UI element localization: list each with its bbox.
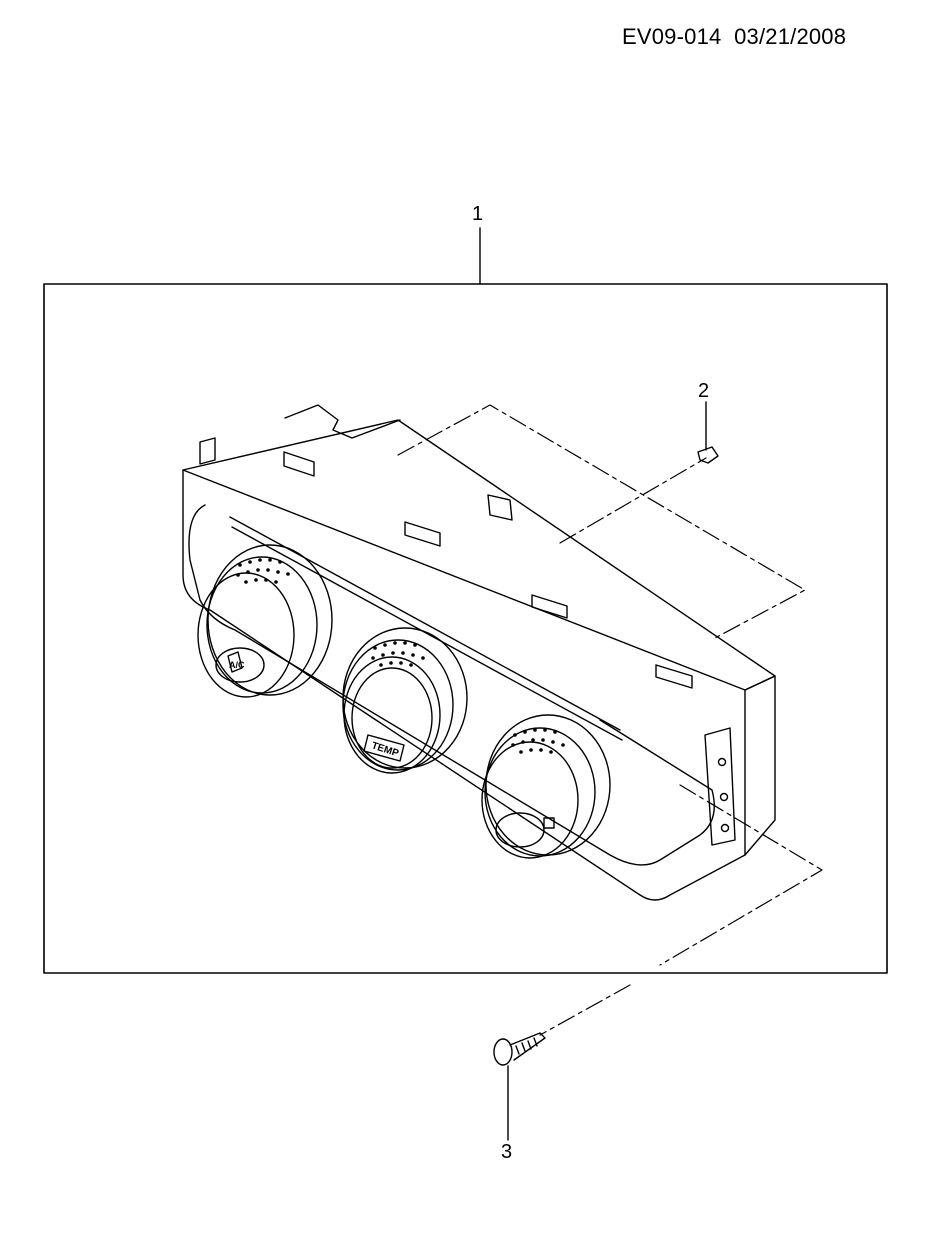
callout-1-assembly: 1 <box>472 203 484 225</box>
knob-right-fan <box>481 714 611 859</box>
knob-ac-badge: A/C <box>229 660 245 670</box>
assembly-frame <box>43 283 888 974</box>
document-code-date: EV09-014 03/21/2008 <box>622 24 847 49</box>
part-2-clip <box>697 401 719 464</box>
knob-dot-texture <box>236 558 565 754</box>
callout-2-clip: 2 <box>698 380 710 402</box>
knob-left-mode <box>197 544 333 698</box>
exploded-view-dashed-lines <box>397 404 823 1036</box>
part-3-screw <box>493 1032 546 1141</box>
control-panel-housing <box>182 404 776 901</box>
knob-center-temp <box>342 627 468 774</box>
callout-3-screw: 3 <box>501 1141 513 1163</box>
